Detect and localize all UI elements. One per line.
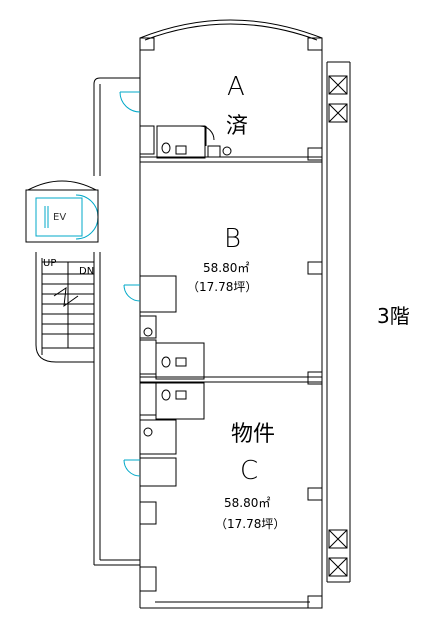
unit-partitions (140, 156, 322, 383)
unit-a-letter: A (227, 72, 245, 102)
stair-down-label: DN (79, 266, 95, 277)
elevator-shaft (25, 180, 99, 243)
unit-c-letter: C (240, 456, 259, 486)
left-corridor (93, 77, 140, 566)
unit-a-status: 済 (226, 114, 249, 139)
unit-b-letter: B (224, 224, 242, 254)
unit-b-area-sqm: 58.80㎡ (203, 261, 250, 275)
stair-up-label: UP (43, 258, 57, 269)
stairwell (35, 252, 95, 363)
elevator-label: EV (53, 212, 67, 223)
unit-bc-wc (139, 275, 205, 592)
unit-c-name: 物件 (231, 422, 276, 447)
unit-c-area-tsubo: （17.78坪） (215, 517, 286, 531)
unit-c-area-sqm: 58.80㎡ (224, 496, 271, 510)
unit-b-area-tsubo: （17.78坪） (187, 280, 258, 294)
floor-label: 3階 (377, 304, 410, 328)
unit-a-wc (139, 125, 232, 159)
right-balcony (326, 61, 351, 583)
